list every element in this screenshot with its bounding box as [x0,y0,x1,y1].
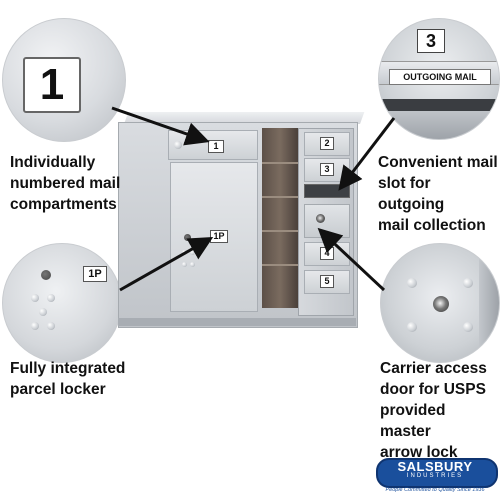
zoom-rivet [31,322,39,330]
interior-shelf [262,230,298,232]
zoom-rivet [47,294,55,302]
caption-compartments: Individually numbered mail compartments [10,154,121,213]
arrow-to-carrier-lock [317,227,386,292]
zoom-lock-rivet [41,270,51,280]
salsbury-logo: SALSBURY INDUSTRIES People Committed to … [376,458,498,496]
zoom-circle-number: 1 [2,18,126,142]
zoom-rivet [31,294,39,302]
zoom-slot-number-tag: 3 [417,29,445,53]
interior-shelf [262,196,298,198]
zoom-circle-parcel-locker: 1P [2,243,122,363]
zoom-number-tag: 1 [23,57,81,113]
logo-tagline: People Committed to Quality Since 1936 [385,487,485,493]
carrier-arrow-lock [316,214,325,223]
interior-shelf [262,162,298,164]
logo-badge [376,458,498,488]
mailbox-base [118,318,356,326]
zoom-door-edge [479,244,499,362]
zoom-circle-outgoing-slot: 3 OUTGOING MAIL [378,18,500,140]
arrow-to-parcel-locker [119,237,214,292]
caption-parcel-locker: Fully integrated parcel locker [10,360,126,398]
mailbox-unit: 1 1P 2 3 4 5 [118,112,365,330]
door-2-number: 2 [320,137,334,150]
parcel-rivet [190,262,195,267]
door-1p-number: 1P [210,230,228,243]
zoom-parcel-tag: 1P [83,266,107,282]
zoom-rivet [463,278,473,288]
logo-sub: INDUSTRIES [406,473,464,479]
arrow-to-mail-slot [338,117,396,191]
zoom-rivet [39,308,47,316]
parcel-rivet [182,262,187,267]
zoom-rivet [407,278,417,288]
logo-name: SALSBURY [397,459,473,474]
door-3-number: 3 [320,163,334,176]
zoom-slot-flap [379,111,499,139]
door-1-lock [174,141,182,149]
zoom-rivet [47,322,55,330]
door-5-number: 5 [320,275,334,288]
caption-carrier-door: Carrier access door for USPS provided ma… [380,360,487,461]
zoom-arrow-lock [433,296,449,312]
mailbox-interior [262,128,298,308]
zoom-outgoing-label: OUTGOING MAIL [389,69,491,85]
interior-shelf [262,264,298,266]
zoom-slot-opening [379,99,499,111]
zoom-rivet [407,322,417,332]
caption-mail-slot: Convenient mail slot for outgoing mail c… [378,154,498,234]
door-1-number: 1 [208,140,224,153]
arrow-to-compartment-1 [111,106,210,146]
zoom-rivet [463,322,473,332]
